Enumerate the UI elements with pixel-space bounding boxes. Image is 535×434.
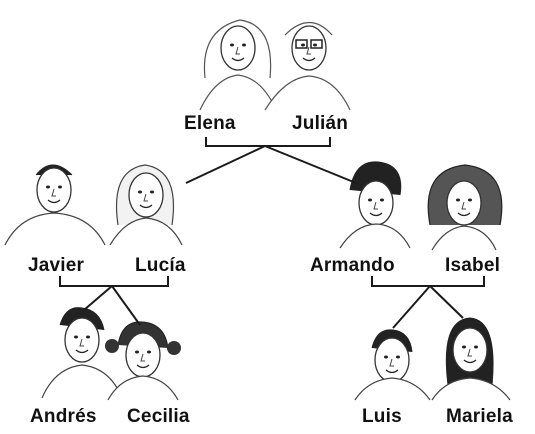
branch-to-andres xyxy=(83,285,113,311)
couple-bracket-armando-isabel xyxy=(371,276,485,287)
portrait-isabel xyxy=(427,164,503,251)
label-elena: Elena xyxy=(184,113,236,134)
couple-bracket-elena-julian xyxy=(205,137,331,147)
branch-to-javier-lucia xyxy=(185,145,266,184)
couple-bracket-javier-lucia xyxy=(59,276,169,287)
label-lucia: Lucía xyxy=(135,255,186,276)
label-javier: Javier xyxy=(28,255,85,276)
portrait-mariela xyxy=(431,317,511,401)
portrait-lucia xyxy=(109,164,183,246)
portrait-javier xyxy=(4,164,106,246)
portrait-andres xyxy=(41,307,123,399)
branch-to-mariela xyxy=(429,285,464,319)
portrait-elena xyxy=(199,19,277,111)
portrait-luis xyxy=(354,329,431,401)
label-isabel: Isabel xyxy=(445,255,501,276)
portrait-julian xyxy=(264,21,351,111)
label-julian: Julián xyxy=(292,113,349,134)
label-mariela: Mariela xyxy=(446,406,513,427)
branch-to-luis xyxy=(392,285,431,329)
label-armando: Armando xyxy=(310,255,395,276)
label-andres: Andrés xyxy=(30,406,97,427)
branch-to-armando xyxy=(264,145,357,184)
portrait-armando xyxy=(339,161,411,249)
label-luis: Luis xyxy=(362,406,402,427)
label-cecilia: Cecilia xyxy=(127,406,190,427)
portrait-cecilia xyxy=(105,321,181,401)
branch-to-cecilia xyxy=(111,285,141,326)
